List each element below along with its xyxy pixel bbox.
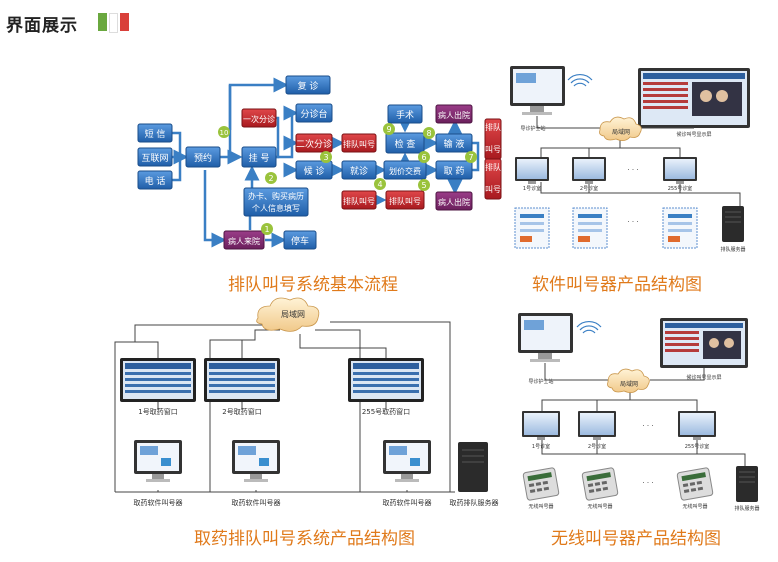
ph-lan: 局域网 (281, 309, 305, 319)
node-banka-line2: 个人信息填写 (252, 203, 300, 213)
ph-caller-3: 取药软件叫号器 (383, 498, 432, 507)
sw-window-3: 255号诊室 (668, 185, 693, 192)
step-badge: 2 (268, 174, 273, 183)
wl-dots: · · · (642, 422, 653, 430)
node-paidui-vert1-a: 排队 (485, 122, 501, 132)
section-header: 界面展示 (6, 10, 131, 36)
server-icon (722, 206, 744, 242)
ph-window-1: 1号取药窗口 (138, 407, 177, 416)
sw-lan: 局域网 (612, 128, 630, 136)
wl-window-3: 255号诊室 (685, 443, 710, 450)
node-shuye: 输 液 (444, 138, 465, 150)
node-shoushu: 手术 (396, 109, 414, 121)
wl-dots-2: · · · (642, 479, 653, 487)
section-title: 界面展示 (6, 15, 78, 36)
step-badge: 9 (386, 125, 391, 134)
step-badge: 3 (323, 153, 328, 162)
step-badge: 6 (421, 153, 426, 162)
caption-software: 软件叫号器产品结构图 (532, 275, 702, 295)
flag-icon (98, 13, 131, 33)
source-sms: 短 信 (145, 128, 166, 140)
node-erci-fenzhen: 二次分诊 (296, 138, 332, 150)
wifi-icon (567, 74, 593, 87)
node-jiancha: 检 查 (395, 138, 416, 150)
node-paidui1: 排队叫号 (343, 139, 375, 149)
wl-nurse-station: 导诊护士站 (528, 378, 553, 385)
node-huajia: 划价交费 (389, 166, 421, 176)
caption-wireless: 无线叫号器产品结构图 (551, 529, 721, 549)
server-icon (736, 466, 758, 502)
wifi-icon (576, 321, 602, 334)
wl-window-2: 2号诊室 (588, 443, 606, 450)
node-yici-fenzhen: 一次分诊 (243, 114, 275, 124)
sw-dots: · · · (627, 166, 638, 174)
node-chuyuan2: 病人出院 (438, 197, 470, 207)
wireless-structure-diagram: 导诊护士站 候诊叫号显示屏 局域网 1号诊室 2号诊室 · · · (518, 313, 760, 512)
node-paidui-vert1-b: 叫号 (485, 144, 501, 154)
wl-window-monitors: 1号诊室 2号诊室 · · · 255号诊室 (522, 411, 716, 450)
sw-display: 候诊叫号显示屏 (676, 131, 711, 138)
node-paidui-vert2-b: 叫号 (485, 184, 501, 194)
step-badge: 1 (264, 225, 269, 234)
step-badges: 1 2 3 4 5 6 7 8 9 10 (218, 123, 477, 235)
node-houzhen: 候 诊 (304, 165, 325, 177)
ph-server: 取药排队服务器 (450, 498, 499, 507)
wl-server: 排队服务器 (734, 505, 759, 512)
node-fuzhen: 复 诊 (298, 80, 319, 92)
caption-flow: 排队叫号系统基本流程 (228, 275, 398, 295)
server-icon (458, 442, 488, 492)
source-phone: 电 话 (145, 175, 166, 187)
sw-window-2: 2号诊室 (580, 185, 598, 192)
wl-caller-2: 无线叫号器 (587, 503, 612, 510)
node-bingren-laiyuan: 病人来院 (228, 236, 260, 246)
step-badge: 7 (468, 153, 473, 162)
ph-window-screens: 1号取药窗口 2号取药窗口 255号取药窗口 (120, 358, 424, 416)
step-badge: 4 (377, 180, 382, 189)
node-banka-line1: 办卡、购买病历 (248, 191, 304, 201)
step-badge: 5 (421, 181, 426, 190)
ph-window-2: 2号取药窗口 (222, 407, 261, 416)
node-jiuzhen: 就诊 (350, 165, 368, 177)
node-paidui3: 排队叫号 (389, 196, 421, 206)
wl-lan: 局域网 (620, 380, 638, 388)
wl-window-1: 1号诊室 (532, 443, 550, 450)
wl-caller-1: 无线叫号器 (528, 503, 553, 510)
step-badge: 10 (220, 129, 229, 137)
node-guahao: 挂 号 (249, 152, 270, 164)
node-quyao: 取 药 (444, 166, 465, 177)
sw-nurse-station: 导诊护士站 (520, 125, 545, 132)
step-badge: 8 (426, 129, 431, 138)
sw-server: 排队服务器 (720, 246, 745, 253)
wl-caller-keypads: 无线叫号器 无线叫号器 · · · 无线叫号器 (522, 467, 714, 510)
sw-window-monitors: 1号诊室 2号诊室 · · · 255号诊室 (515, 157, 697, 192)
ph-window-3: 255号取药窗口 (362, 407, 410, 416)
pharmacy-structure-diagram: 局域网 1号取药窗口 2号取药窗口 255号取药窗口 取药软件叫号器 (114, 297, 499, 507)
node-paidui2: 排队叫号 (343, 196, 375, 206)
software-structure-diagram: 导诊护士站 候诊叫号显示屏 局域网 1号诊室 (510, 66, 750, 253)
source-internet: 互联网 (141, 153, 168, 164)
flow-diagram: 短 信 互联网 电 话 预约 复 诊 一次分诊 挂 号 分诊台 二次分诊 候 诊… (137, 75, 502, 250)
node-tingche: 停车 (291, 235, 309, 247)
node-yuyue: 预约 (194, 152, 212, 164)
caption-pharmacy: 取药排队叫号系统产品结构图 (194, 529, 415, 549)
sw-dots-2: · · · (627, 218, 638, 226)
wl-caller-3: 无线叫号器 (682, 503, 707, 510)
ph-caller-1: 取药软件叫号器 (134, 498, 183, 507)
node-fenzhentai: 分诊台 (300, 108, 327, 120)
node-chuyuan1: 病人出院 (438, 110, 470, 120)
node-paidui-vert2-a: 排队 (485, 162, 501, 172)
ph-caller-2: 取药软件叫号器 (232, 498, 281, 507)
sw-window-1: 1号诊室 (523, 185, 541, 192)
ph-caller-monitors: 取药软件叫号器 取药软件叫号器 取药软件叫号器 (134, 440, 432, 507)
